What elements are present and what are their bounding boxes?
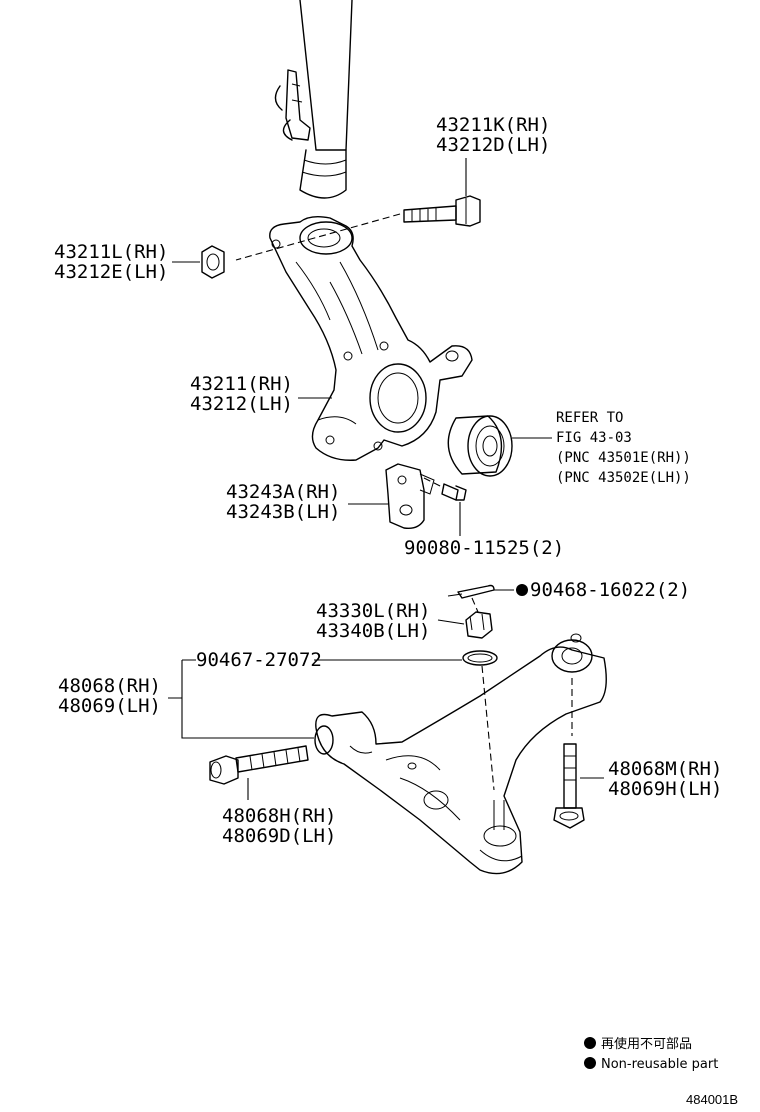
label-front-bolt-lh: 48069D(LH) <box>222 825 336 847</box>
legend-jp: 再使用不可部品 <box>601 1036 692 1052</box>
front-arm-bolt <box>209 745 309 785</box>
label-refer-2: FIG 43-03 <box>556 430 632 446</box>
label-front-bolt-rh: 48068H(RH) <box>222 805 336 827</box>
rear-arm-bolt <box>553 743 585 829</box>
sensor-bracket <box>385 463 435 530</box>
label-cotter-pin: 90468-16022(2) <box>530 579 690 601</box>
bracket-screw <box>441 483 467 501</box>
label-refer-3: (PNC 43501E(RH)) <box>556 450 691 466</box>
label-refer-4: (PNC 43502E(LH)) <box>556 470 691 486</box>
lower-control-arm <box>314 633 607 875</box>
hub-bearing <box>447 415 513 477</box>
label-bracket-lh: 43243B(LH) <box>226 501 340 523</box>
label-refer-1: REFER TO <box>556 410 623 426</box>
label-knuckle-rh: 43211(RH) <box>190 373 293 395</box>
legend-en: Non-reusable part <box>601 1057 718 1072</box>
label-rear-bolt-rh: 48068M(RH) <box>608 758 722 780</box>
label-arm-lh: 48069(LH) <box>58 695 161 717</box>
label-screw: 90080-11525(2) <box>404 537 564 559</box>
knuckle-nut <box>201 245 225 279</box>
label-nut-lh: 43212E(LH) <box>54 261 168 283</box>
castle-nut <box>465 611 493 639</box>
strut-assembly <box>274 0 353 199</box>
label-castle-nut-rh: 43330L(RH) <box>316 600 430 622</box>
label-upper-bolt-lh: 43212D(LH) <box>436 134 550 156</box>
label-bracket-rh: 43243A(RH) <box>226 481 340 503</box>
upper-knuckle-bolt <box>403 195 481 227</box>
legend-bullet-jp <box>584 1037 596 1049</box>
label-arm-rh: 48068(RH) <box>58 675 161 697</box>
label-nut-rh: 43211L(RH) <box>54 241 168 263</box>
cotter-pin <box>447 584 495 599</box>
steering-knuckle <box>269 215 473 461</box>
dust-ring <box>462 650 498 666</box>
label-upper-bolt-rh: 43211K(RH) <box>436 114 550 136</box>
legend-bullet-en <box>584 1057 596 1069</box>
label-castle-nut-lh: 43340B(LH) <box>316 620 430 642</box>
label-rear-bolt-lh: 48069H(LH) <box>608 778 722 800</box>
non-reusable-mark <box>516 584 528 596</box>
label-knuckle-lh: 43212(LH) <box>190 393 293 415</box>
figure-code: 484001B <box>686 1092 738 1107</box>
label-dust-ring: 90467-27072 <box>196 649 322 671</box>
